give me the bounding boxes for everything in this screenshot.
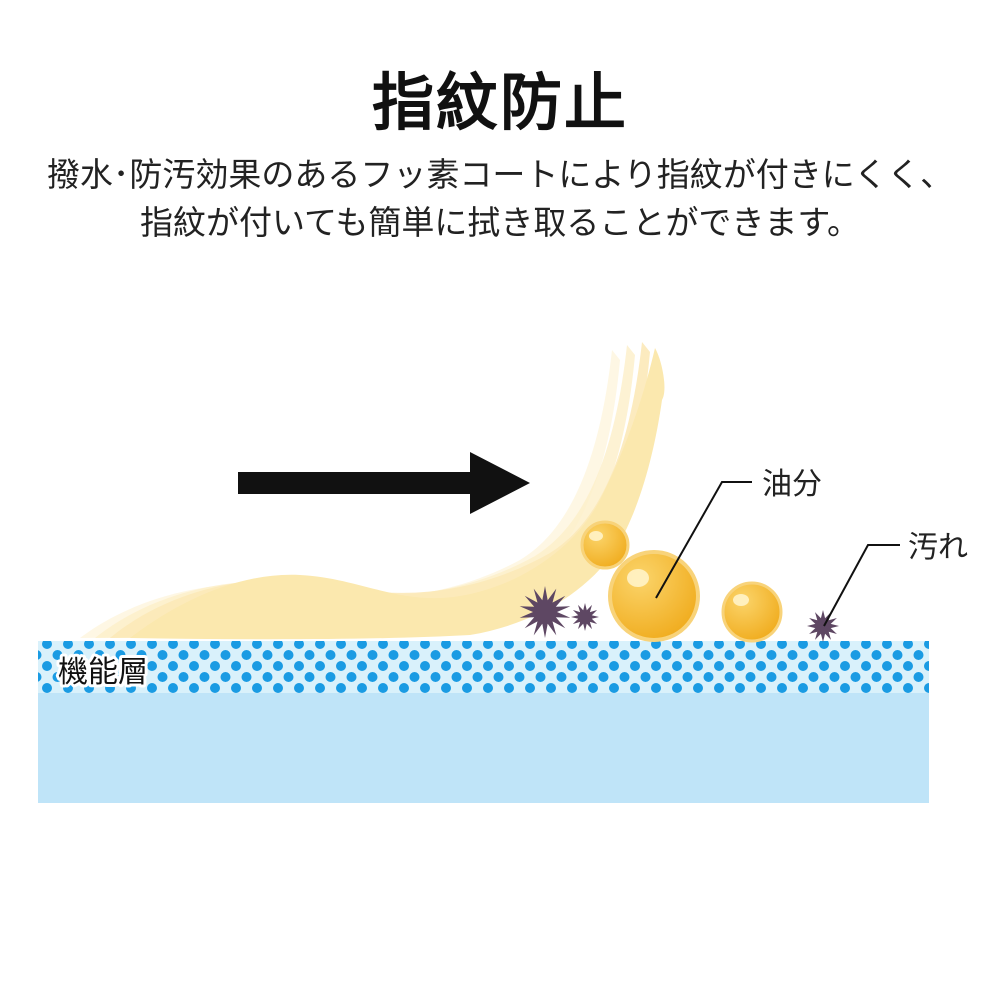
finger	[130, 348, 665, 640]
oil-droplet-icon	[580, 520, 630, 570]
description-line-2: 指紋が付いても簡単に拭き取ることができます。	[139, 203, 861, 242]
dirt-callout-line	[823, 544, 900, 627]
dirt-particle-icon	[519, 586, 571, 638]
description-line-1: 撥水･防汚効果のあるフッ素コートにより指紋が付きにくく、	[46, 155, 954, 194]
dirt-particles	[519, 586, 839, 642]
glass-substrate	[38, 693, 929, 803]
oil-callout-line	[655, 481, 752, 599]
dirt-particle-icon	[571, 603, 599, 631]
page-title: 指紋防止	[371, 66, 628, 139]
finger-trail	[80, 342, 650, 638]
dirt-label: 汚れ	[908, 530, 968, 565]
oil-droplet-icon	[608, 550, 700, 642]
functional-layer-label: 機能層	[58, 655, 148, 690]
functional-layer-dots	[38, 641, 929, 693]
oil-droplets	[580, 520, 783, 643]
dirt-particle-icon	[807, 610, 839, 642]
oil-label: 油分	[762, 467, 822, 502]
right-arrow-icon	[238, 452, 530, 514]
oil-droplet-icon	[721, 581, 783, 643]
